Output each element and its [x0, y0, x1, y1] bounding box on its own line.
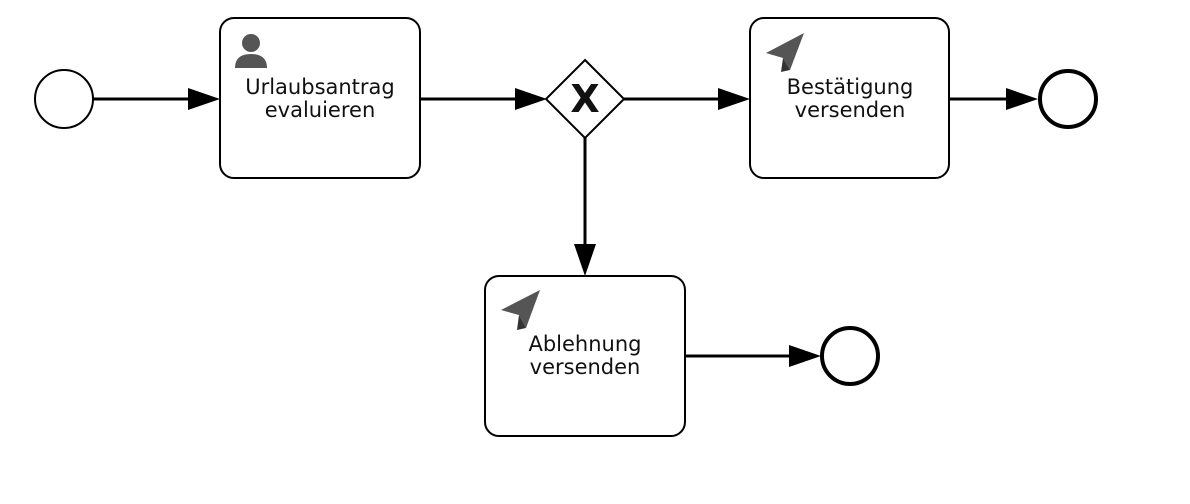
- end-event-reject[interactable]: [820, 326, 880, 386]
- flow-reject-to-end[interactable]: [685, 345, 821, 367]
- task-reject-label-line2: versenden: [530, 355, 641, 379]
- task-reject-label-line1: Ablehnung: [528, 332, 641, 356]
- task-confirm-label-line1: Bestätigung: [787, 75, 914, 99]
- task-confirm[interactable]: Bestätigung versenden: [749, 17, 950, 179]
- gateway-marker: X: [570, 77, 599, 121]
- task-evaluate[interactable]: Urlaubsantrag evaluieren: [219, 17, 421, 179]
- flow-gateway-to-confirm[interactable]: [624, 88, 750, 110]
- flow-confirm-to-end[interactable]: [949, 88, 1038, 110]
- task-evaluate-label-line1: Urlaubsantrag: [245, 75, 395, 99]
- flow-start-to-evaluate[interactable]: [93, 88, 220, 110]
- send-icon: [501, 290, 540, 330]
- task-confirm-label-line2: versenden: [795, 98, 906, 122]
- start-event[interactable]: [34, 69, 94, 129]
- task-reject[interactable]: Ablehnung versenden: [484, 275, 686, 437]
- flow-evaluate-to-gateway[interactable]: [420, 88, 547, 110]
- end-event-confirm[interactable]: [1038, 69, 1098, 129]
- task-evaluate-label-line2: evaluieren: [265, 98, 376, 122]
- send-icon: [766, 33, 804, 72]
- user-icon: [235, 34, 267, 68]
- flow-gateway-to-reject[interactable]: [574, 138, 596, 276]
- exclusive-gateway[interactable]: X: [544, 58, 626, 140]
